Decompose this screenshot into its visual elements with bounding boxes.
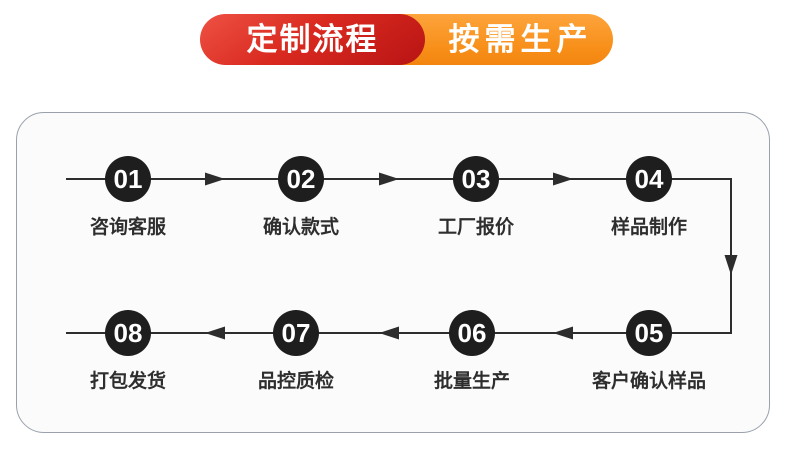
arrow-right-icon: [553, 172, 573, 186]
banner-left-label: 定制流程: [246, 22, 379, 57]
flow-step-04: 04 样品制作: [564, 156, 734, 239]
step-label: 咨询客服: [89, 217, 166, 238]
arrow-left-icon: [553, 326, 573, 340]
step-label: 打包发货: [89, 371, 166, 392]
step-number-badge: 07: [273, 310, 319, 356]
step-number-badge: 08: [105, 310, 151, 356]
flow-step-03: 03 工厂报价: [391, 156, 561, 239]
banner: 按需生产 定制流程: [200, 14, 613, 65]
step-label: 客户确认样品: [591, 371, 706, 392]
step-label: 样品制作: [610, 217, 687, 238]
banner-right-label: 按需生产: [448, 22, 593, 57]
arrow-right-icon: [379, 172, 399, 186]
flow-connector-lines: [66, 172, 738, 340]
step-label: 工厂报价: [437, 217, 514, 238]
step-label: 批量生产: [433, 371, 510, 392]
step-number-badge: 06: [449, 310, 495, 356]
flow-step-01: 01 咨询客服: [43, 156, 213, 239]
flow-step-05: 05 客户确认样品: [564, 310, 734, 393]
arrow-right-icon: [205, 172, 225, 186]
banner-left-segment: 定制流程: [200, 14, 425, 65]
arrow-down-icon: [724, 255, 738, 275]
step-number-badge: 02: [278, 156, 324, 202]
flow-step-08: 08 打包发货: [43, 310, 213, 393]
step-number-badge: 01: [105, 156, 151, 202]
process-flow-card: 01 咨询客服 02 确认款式 03 工厂报价 04 样品制作 05 客户确认样…: [16, 112, 770, 433]
arrow-left-icon: [379, 326, 399, 340]
step-number-badge: 05: [626, 310, 672, 356]
step-number-badge: 03: [453, 156, 499, 202]
step-label: 品控质检: [257, 371, 334, 392]
flow-step-06: 06 批量生产: [387, 310, 557, 393]
flow-step-07: 07 品控质检: [211, 310, 381, 393]
step-number-badge: 04: [626, 156, 672, 202]
step-label: 确认款式: [262, 217, 339, 238]
arrow-left-icon: [205, 326, 225, 340]
flow-step-02: 02 确认款式: [216, 156, 386, 239]
